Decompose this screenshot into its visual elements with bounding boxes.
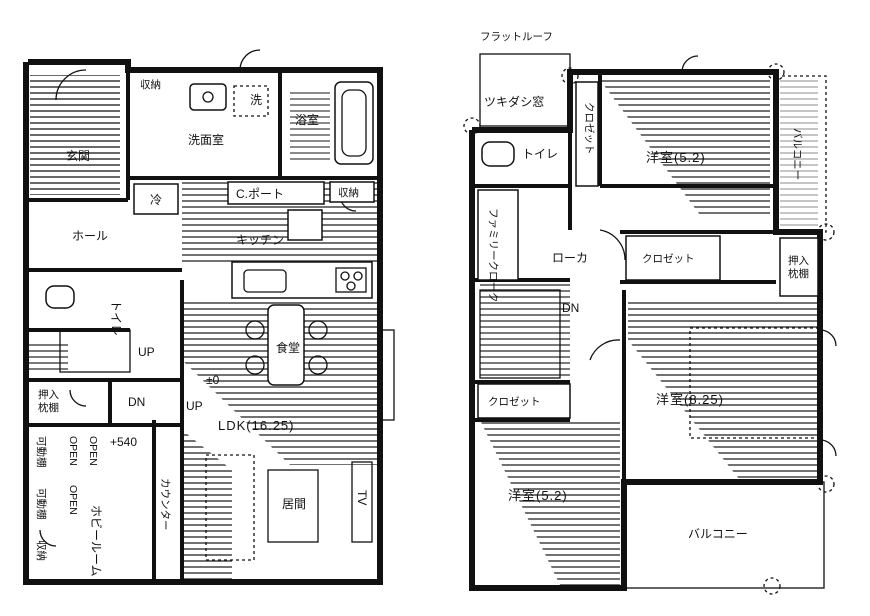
- label-flat-roof: フラットルーフ: [480, 31, 553, 43]
- label-toilet2: トイレ: [522, 147, 558, 161]
- door-yoshitsu2[interactable]: [589, 339, 621, 361]
- label-sen: 洗: [250, 93, 262, 107]
- label-roka: ローカ: [552, 251, 588, 265]
- door-entry-top[interactable]: [239, 49, 261, 71]
- closet3-box: [477, 383, 571, 419]
- tv-stand: [351, 461, 373, 543]
- label-up1: UP: [138, 345, 155, 359]
- label-kadou2: 可動棚: [35, 488, 48, 520]
- door-balcony2[interactable]: [819, 439, 837, 457]
- label-yoshitsu2: 洋室(8.25): [656, 392, 724, 407]
- label-pm0: ±0: [206, 373, 220, 387]
- label-kitchen: キッチン: [236, 233, 284, 247]
- label-open3: OPEN: [67, 485, 79, 515]
- flat-roof: [479, 53, 571, 127]
- closet1-box: [575, 81, 599, 187]
- label-yoshitsu3: 洋室(5.2): [508, 488, 568, 503]
- door-2f-top[interactable]: [681, 55, 699, 73]
- label-c-pot: C.ポート: [236, 187, 284, 201]
- door-balcony[interactable]: [819, 329, 837, 347]
- label-dn2: DN: [562, 301, 579, 315]
- dining-table: [267, 304, 305, 386]
- label-open1: OPEN: [67, 436, 79, 466]
- label-balcony2: バルコニー: [688, 527, 748, 541]
- label-shuno3: 収納: [35, 540, 48, 561]
- label-up2: UP: [186, 399, 203, 413]
- label-closet2: クロゼット: [642, 253, 695, 265]
- label-genkan: 玄関: [66, 148, 90, 163]
- sink-icon: [243, 269, 287, 293]
- door-roka[interactable]: [599, 229, 626, 261]
- washbasin-icon: [189, 83, 227, 111]
- stove-icon: [335, 267, 367, 293]
- closet2-box: [625, 235, 721, 281]
- fridge-icon: [287, 209, 323, 241]
- label-closet3: クロゼット: [488, 396, 541, 408]
- floor2-stairs: [479, 289, 561, 379]
- floor1-hatching: [28, 75, 380, 582]
- label-oshiire1: 押入枕棚: [38, 388, 59, 414]
- label-plus540: +540: [110, 435, 137, 449]
- label-closet1: クロゼット: [583, 102, 595, 155]
- toilet1-icon: [45, 285, 75, 309]
- label-tv: TV: [355, 490, 369, 505]
- floor1-stairs: [59, 329, 131, 373]
- label-yokushitsu: 浴室: [295, 112, 319, 127]
- label-senmenjo: 洗面室: [188, 132, 224, 147]
- label-rei: 冷: [150, 193, 162, 207]
- label-tsukidashi: ツキダシ窓: [484, 94, 544, 109]
- balcony2-outline: [623, 481, 825, 589]
- label-family-cl: ファミリークローク: [487, 208, 499, 303]
- oshiire2-box: [779, 237, 819, 297]
- family-closet-box: [477, 189, 519, 281]
- floor1-plan: 収納 洗 洗面室 浴室 玄関 冷 C.ポート 収納 ホール キッチン トイレ U…: [23, 49, 395, 585]
- door-genkan[interactable]: [55, 69, 87, 101]
- label-toilet1: トイレ: [109, 300, 123, 336]
- label-balcony1: バルコニー: [791, 128, 803, 180]
- label-ldk: LDK(16.25): [218, 418, 294, 433]
- bathtub-icon: [334, 81, 374, 165]
- toilet2-icon: [481, 141, 515, 167]
- sofa: [205, 454, 255, 561]
- label-hall: ホール: [72, 229, 108, 243]
- door-shuno3[interactable]: [39, 529, 57, 547]
- label-ima: 居間: [282, 497, 306, 511]
- window-ldk: [381, 329, 395, 421]
- balcony1-outline: [775, 75, 827, 233]
- label-hobby: ホビールーム: [89, 505, 103, 577]
- floor2-plan: フラットルーフ ツキダシ窓 トイレ クロゼット 洋室(5.2) バルコニー ファ…: [463, 31, 837, 595]
- label-counter: カウンター: [159, 478, 171, 531]
- washer-space: [233, 85, 269, 117]
- label-yoshitsu1: 洋室(5.2): [646, 150, 706, 165]
- floor2-hatching: [480, 80, 820, 585]
- living-table: [267, 469, 319, 543]
- label-oshiire2: 押入枕棚: [788, 254, 809, 280]
- label-kadou1: 可動棚: [35, 436, 48, 468]
- label-dn1: DN: [128, 395, 145, 409]
- label-shokudo: 食堂: [276, 340, 300, 355]
- label-open2: OPEN: [87, 436, 99, 466]
- door-oshiire[interactable]: [69, 389, 87, 407]
- label-shuno2: 収納: [338, 186, 359, 199]
- label-shuno1: 収納: [140, 78, 161, 91]
